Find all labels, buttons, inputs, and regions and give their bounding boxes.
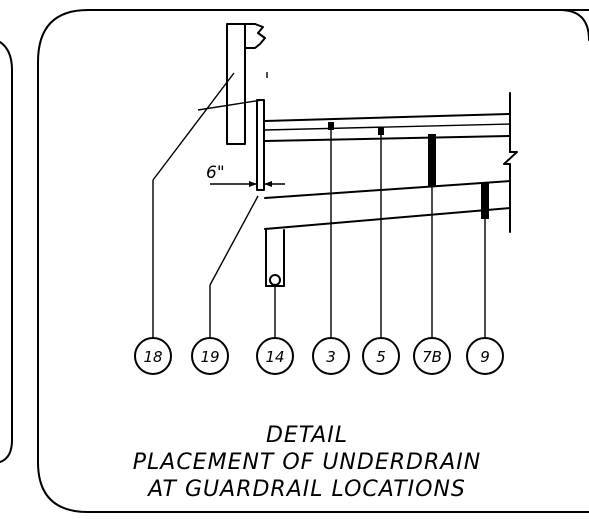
- marker-leaders: [330, 129, 486, 338]
- callout-3: 3: [312, 337, 350, 375]
- callout-19: 19: [191, 337, 229, 375]
- callout-3-label: 3: [326, 348, 336, 366]
- callout-5: 5: [362, 337, 400, 375]
- callout-18: 18: [134, 337, 172, 375]
- underdrain-pipe: [265, 229, 285, 287]
- course-markers: [328, 122, 489, 219]
- callout-14-label: 14: [265, 348, 284, 366]
- callout-7b-label: 7B: [422, 348, 442, 366]
- callout-18-label: 18: [143, 348, 162, 366]
- leader-lines: [152, 72, 276, 338]
- title-line-2: PLACEMENT OF UNDERDRAIN: [133, 450, 481, 475]
- detail-frame: [37, 9, 589, 513]
- callout-bubbles: 18 19 14 3 5 7B 9: [134, 337, 504, 375]
- detail-title: DETAIL PLACEMENT OF UNDERDRAIN AT GUARDR…: [133, 423, 481, 502]
- callout-9-label: 9: [480, 348, 490, 366]
- callout-9: 9: [466, 337, 504, 375]
- title-line-3: AT GUARDRAIL LOCATIONS: [146, 477, 466, 502]
- title-line-1: DETAIL: [266, 423, 348, 448]
- offset-block: [256, 99, 265, 191]
- pavement-layers: [264, 92, 518, 233]
- detail-frame-corner: [559, 9, 589, 41]
- offset-dimension: 6": [206, 163, 285, 187]
- callout-5-label: 5: [376, 348, 386, 366]
- dimension-label: 6": [206, 163, 225, 183]
- callout-19-label: 19: [200, 348, 219, 366]
- left-frame-edge: [0, 41, 13, 463]
- guardrail-post: [226, 23, 268, 145]
- callout-7b: 7B: [413, 337, 451, 375]
- callout-14: 14: [256, 337, 294, 375]
